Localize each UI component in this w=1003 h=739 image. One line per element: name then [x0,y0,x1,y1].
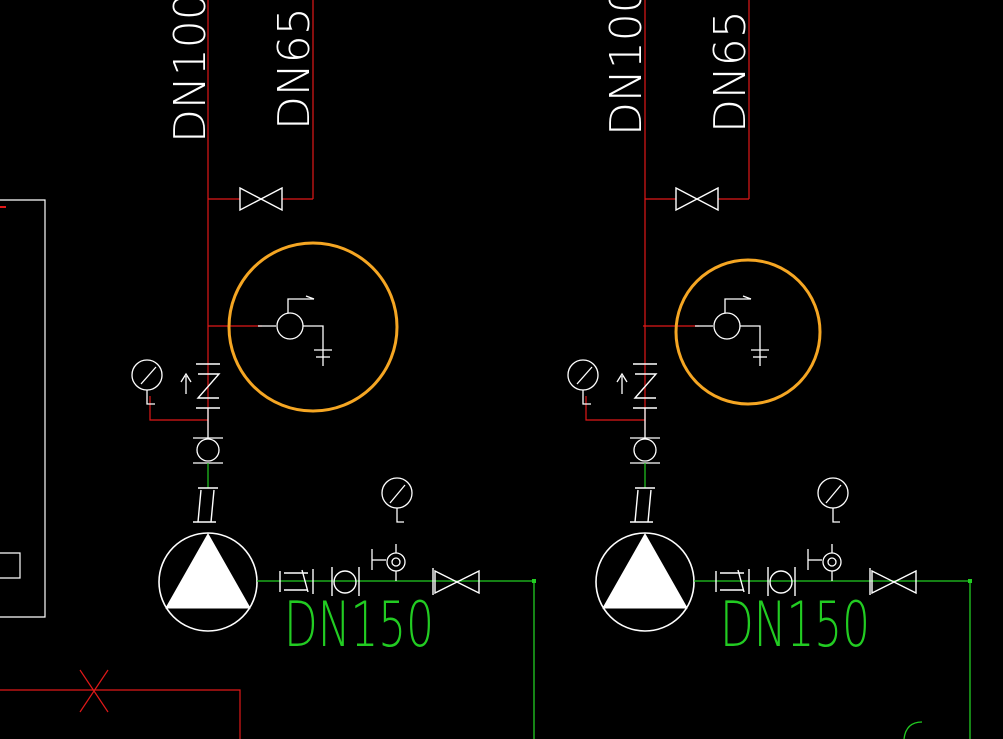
discharge-reducer-icon [279,569,314,594]
discharge-union-icon [331,567,360,596]
pipe-size-label-branch: DN65 [705,10,756,133]
pressure-gauge-icon [131,359,163,405]
discharge-gate-valve-icon [869,568,917,595]
discharge-gauge-icon [817,477,849,523]
union-icon [193,408,223,464]
pressure-gauge-icon [567,359,599,405]
highlight-circle[interactable] [674,258,822,406]
partial-green-arc [903,721,923,739]
flow-switch-icon [371,544,406,581]
reducer-icon [630,487,655,523]
discharge-union-icon [767,567,796,596]
left-equipment-outline [0,199,46,618]
pipe-node-marker [968,579,972,583]
bottom-left-red-pipe [0,669,241,739]
gate-valve-icon [675,186,719,212]
pump-icon[interactable] [595,532,695,632]
riser-pipes-left [149,0,314,430]
pipe-size-label-main: DN100 [601,0,652,136]
highlight-circle[interactable] [227,241,399,413]
discharge-reducer-icon [715,569,750,594]
flow-arrow-icon [180,372,192,394]
discharge-gauge-icon [381,477,413,523]
flow-switch-icon [807,544,842,581]
pump-icon[interactable] [158,532,258,632]
flow-arrow-icon [616,372,628,394]
discharge-gate-valve-icon [432,568,480,595]
pressure-switch-icon [258,295,332,366]
pump-unit-right: DN100 DN65 [567,0,972,739]
reducer-icon [193,487,218,523]
pipe-size-label-discharge: DN150 [720,588,870,661]
pipe-size-label-branch: DN65 [269,7,320,130]
pipe-size-label-discharge: DN150 [284,588,434,661]
pipe-node-marker [532,579,536,583]
gate-valve-icon [239,186,283,212]
pressure-switch-icon [695,295,769,366]
pipe-size-label-main: DN100 [165,0,216,143]
union-icon [630,408,660,464]
pump-unit-left: DN100 DN65 [131,0,536,739]
